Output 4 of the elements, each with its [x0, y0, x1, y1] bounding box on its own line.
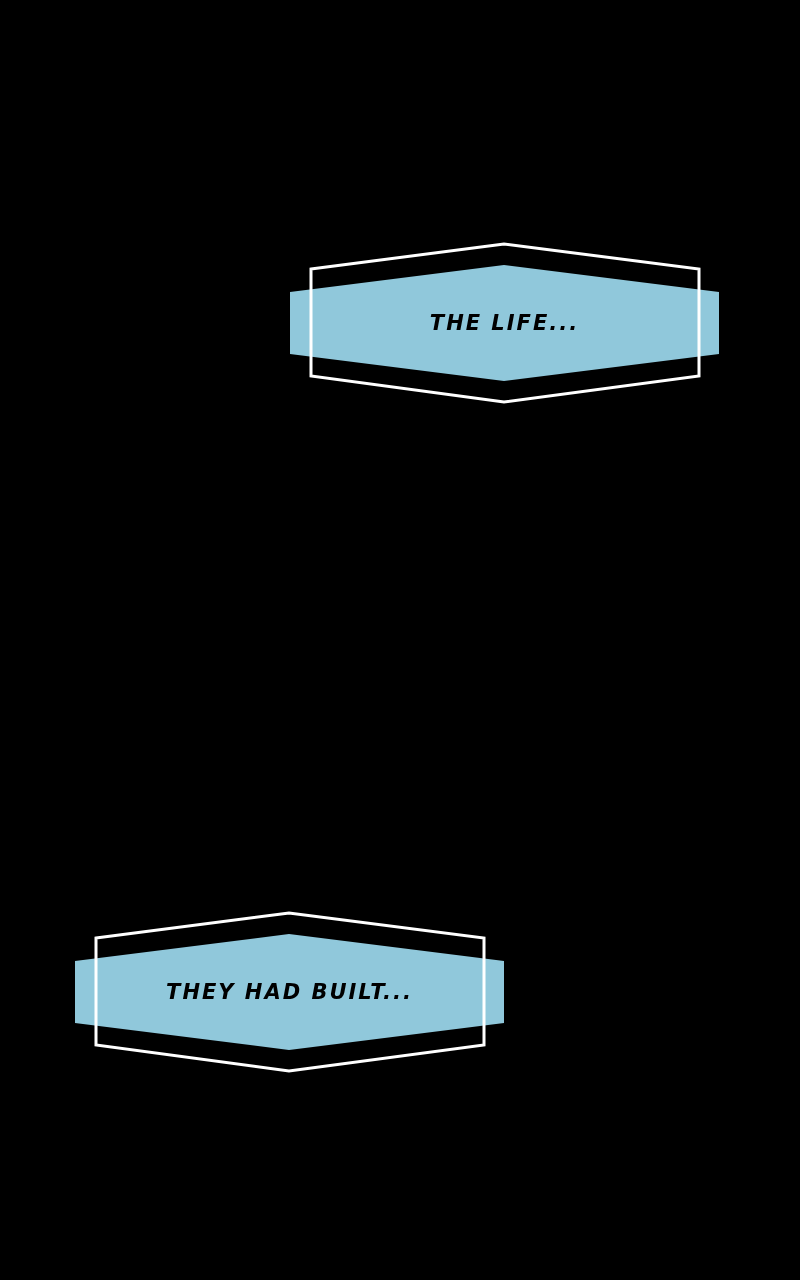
caption-text: THE LIFE... [429, 311, 580, 335]
caption-box [288, 241, 721, 405]
caption-box [73, 910, 506, 1074]
caption-text: THEY HAD BUILT... [166, 980, 413, 1004]
